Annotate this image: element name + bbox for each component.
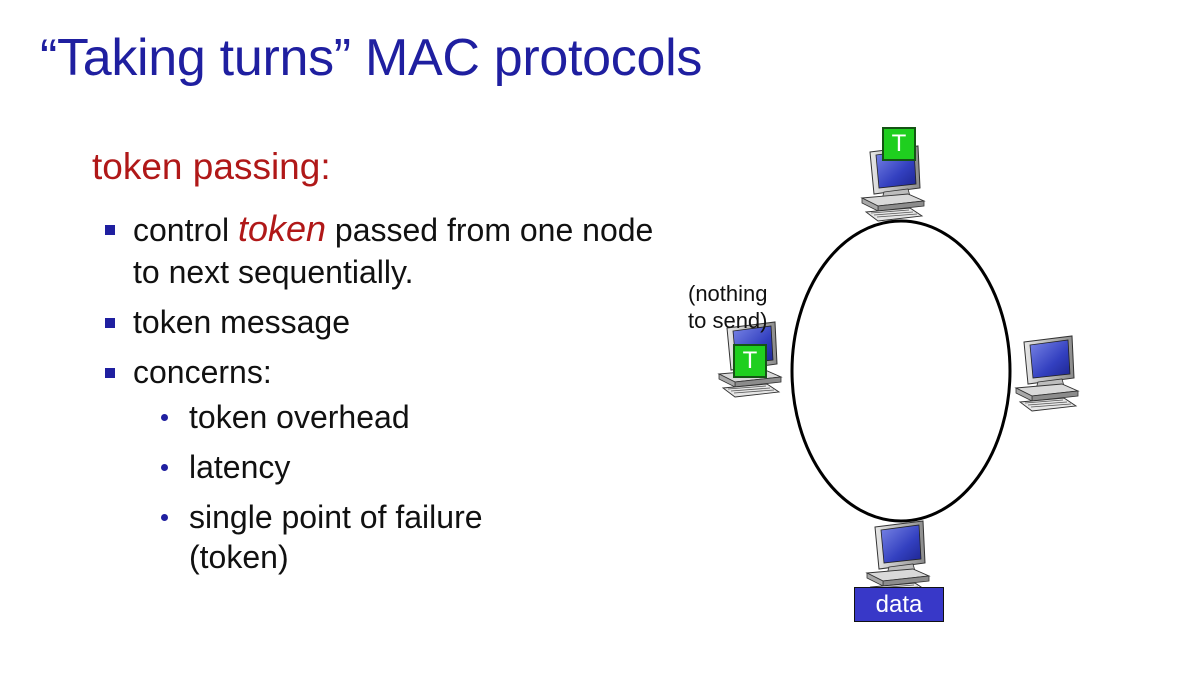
square-bullet-icon [105, 368, 115, 378]
token-emphasis: token [237, 208, 327, 249]
computer-icon [1015, 335, 1079, 412]
square-bullet-icon [105, 318, 115, 328]
dot-bullet-icon [161, 514, 168, 521]
section-heading: token passing: [92, 146, 331, 187]
data-packet-box: data [854, 587, 944, 622]
nothing-to-send-label: (nothing to send) [688, 281, 768, 333]
token-badge-top: T [882, 127, 916, 161]
computer-icon [866, 520, 930, 597]
token-ring [790, 219, 1012, 523]
square-bullet-icon [105, 225, 115, 235]
dot-bullet-icon [161, 414, 168, 421]
bullet-item-concerns: concerns: [105, 351, 665, 393]
slide-title: “Taking turns” MAC protocols [40, 29, 703, 87]
subbullet-latency: latency [105, 447, 665, 487]
subbullet-token-overhead: token overhead [105, 397, 665, 437]
subbullet-single-point-of-failure: single point of failure (token) [105, 497, 569, 577]
bullet-list: control token passed from one node to ne… [105, 208, 665, 587]
dot-bullet-icon [161, 464, 168, 471]
token-badge-left: T [733, 344, 767, 378]
bullet-item-control-token: control token passed from one node to ne… [105, 208, 665, 293]
bullet-item-token-message: token message [105, 301, 665, 343]
